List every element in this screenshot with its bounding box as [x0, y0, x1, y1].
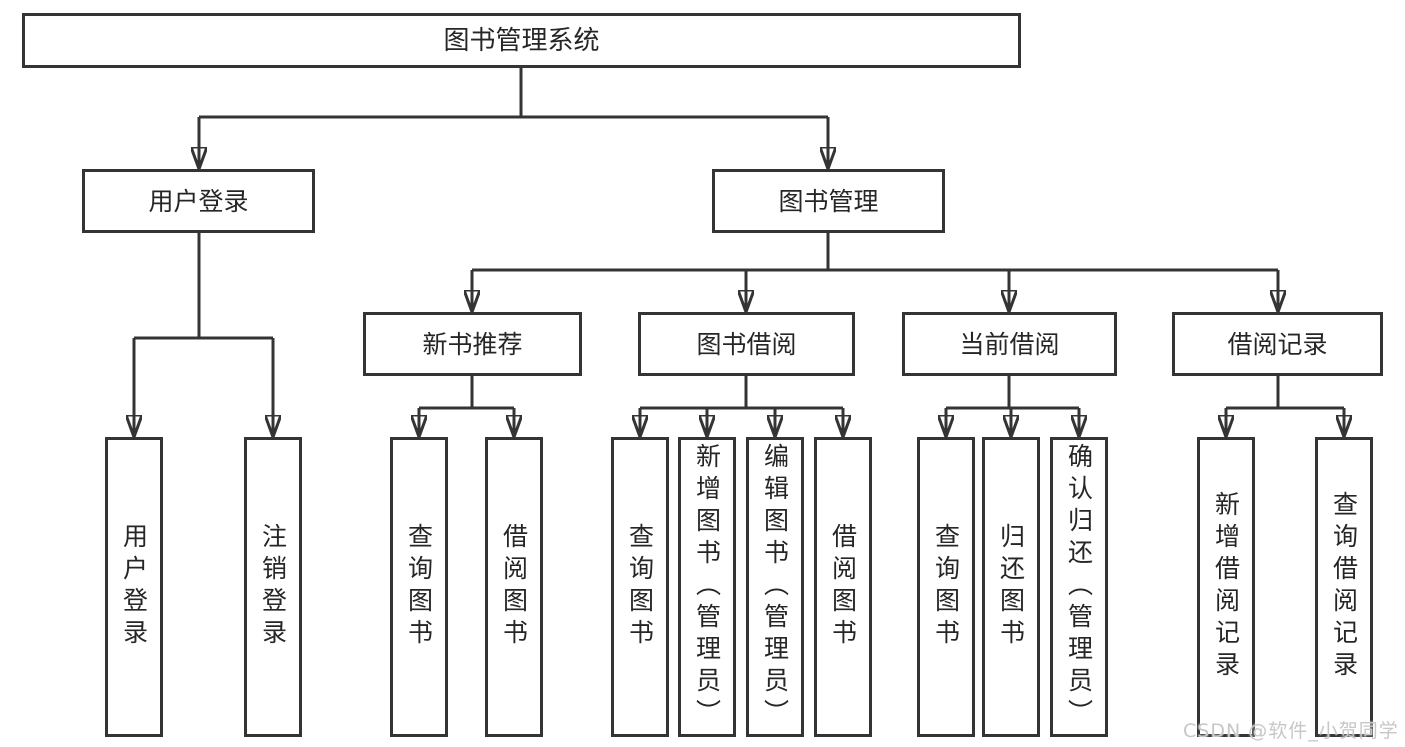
leaf-borrow-books-recommend: 借阅图书	[485, 437, 543, 737]
csdn-watermark: CSDN @软件_小贺同学	[1183, 720, 1399, 742]
tree-branch-lines	[134, 68, 1344, 410]
node-borrowing-records: 借阅记录	[1172, 312, 1383, 376]
node-current-borrowing: 当前借阅	[902, 312, 1117, 376]
leaf-query-borrow-record: 查询借阅记录	[1315, 437, 1373, 737]
leaf-borrow-books: 借阅图书	[814, 437, 872, 737]
leaf-edit-books-admin: 编辑图书（管理员）	[746, 437, 804, 737]
node-book-borrowing: 图书借阅	[638, 312, 855, 376]
leaf-query-books-recommend: 查询图书	[390, 437, 448, 737]
node-book-management: 图书管理	[712, 169, 945, 233]
leaf-add-books-admin: 新增图书（管理员）	[678, 437, 736, 737]
leaf-user-login: 用户登录	[105, 437, 163, 737]
leaf-add-borrow-record: 新增借阅记录	[1197, 437, 1255, 737]
leaf-return-books: 归还图书	[982, 437, 1040, 737]
leaf-confirm-return-admin: 确认归还（管理员）	[1050, 437, 1108, 737]
leaf-query-books-current: 查询图书	[917, 437, 975, 737]
node-library-management-system: 图书管理系统	[22, 13, 1021, 68]
node-user-login: 用户登录	[82, 169, 315, 233]
leaf-logout: 注销登录	[244, 437, 302, 737]
leaf-query-books-borrowing: 查询图书	[611, 437, 669, 737]
node-new-book-recommendation: 新书推荐	[363, 312, 582, 376]
